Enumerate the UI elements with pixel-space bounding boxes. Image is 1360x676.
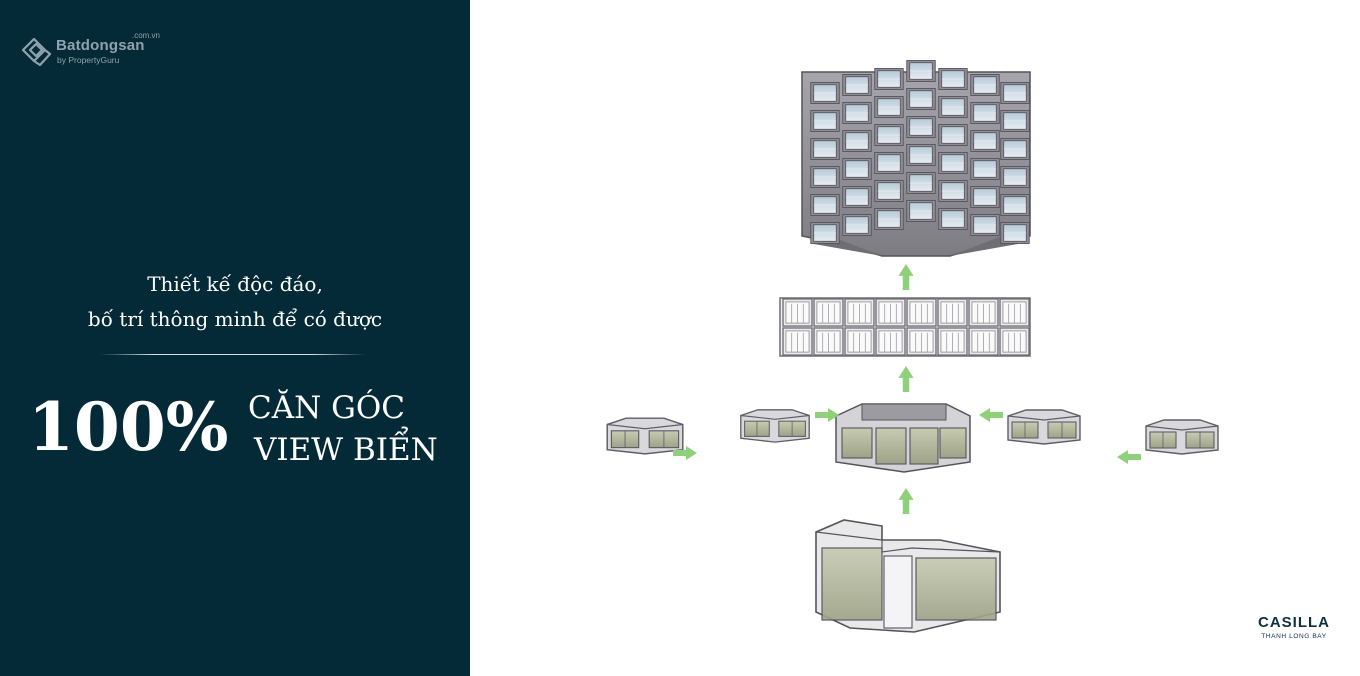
frame-module [937, 298, 968, 327]
single-unit-model [815, 519, 1001, 633]
headline-line-1: Thiết kế độc đáo, [147, 272, 323, 296]
left-panel: Batdongsan .com.vn by PropertyGuru Thiết… [0, 0, 470, 676]
building-module [970, 157, 1000, 181]
module-cluster-model [835, 403, 971, 473]
building-module [1000, 109, 1030, 133]
frame-module [844, 298, 875, 327]
building-module [810, 137, 840, 161]
frame-module [844, 327, 875, 356]
building-module [1000, 221, 1030, 245]
building-module [970, 101, 1000, 125]
logo-tagline: by PropertyGuru [57, 55, 120, 65]
building-module [1000, 193, 1030, 217]
building-module [810, 165, 840, 189]
building-module [874, 207, 904, 231]
building-module [842, 101, 872, 125]
arrow-left-icon [979, 408, 1003, 422]
building-module [874, 179, 904, 203]
highlight-line-2: VIEW BIỂN [254, 432, 438, 468]
side-module-far-left [606, 417, 684, 455]
building-module [842, 157, 872, 181]
batdongsan-logo-icon [21, 37, 52, 66]
building-module [938, 179, 968, 203]
frame-module [875, 327, 906, 356]
divider [100, 354, 366, 355]
building-module [810, 221, 840, 245]
building-module [970, 213, 1000, 237]
headline-line-2: bố trí thông minh để có được [87, 307, 383, 331]
side-module-far-right [1145, 419, 1219, 455]
building-module [906, 199, 936, 223]
building-module [874, 67, 904, 91]
full-building-model [801, 59, 1031, 257]
side-module-right [1007, 409, 1081, 445]
building-module [842, 129, 872, 153]
frame-module [813, 327, 844, 356]
casilla-brand: CASILLA THANH LONG BAY [1248, 614, 1340, 640]
frame-module [968, 327, 999, 356]
building-module [906, 87, 936, 111]
building-module [938, 123, 968, 147]
arrow-up-icon [898, 264, 914, 290]
side-module-left [740, 409, 810, 443]
frame-module [999, 327, 1030, 356]
frame-module [999, 298, 1030, 327]
frame-module [906, 298, 937, 327]
building-module [938, 151, 968, 175]
building-module [1000, 137, 1030, 161]
arrow-up-icon [898, 366, 914, 392]
building-module [842, 185, 872, 209]
building-module [1000, 165, 1030, 189]
building-module [970, 73, 1000, 97]
building-module [842, 73, 872, 97]
frame-module [813, 298, 844, 327]
brand-subtitle: THANH LONG BAY [1261, 633, 1327, 640]
batdongsan-logo: Batdongsan .com.vn by PropertyGuru [20, 31, 170, 70]
building-module [938, 67, 968, 91]
building-module [906, 171, 936, 195]
logo-domain: .com.vn [132, 31, 161, 40]
building-module [970, 129, 1000, 153]
frame-module [782, 298, 813, 327]
building-module [1000, 81, 1030, 105]
building-module [874, 123, 904, 147]
building-module [938, 207, 968, 231]
building-module [970, 185, 1000, 209]
building-module [810, 81, 840, 105]
building-module [874, 151, 904, 175]
frame-module [906, 327, 937, 356]
building-module [906, 143, 936, 167]
frame-module [875, 298, 906, 327]
highlight-percent: 100% [28, 388, 229, 466]
right-panel [470, 0, 1360, 676]
arrow-left-icon [1117, 450, 1141, 464]
frame-module [782, 327, 813, 356]
building-module [874, 95, 904, 119]
arrow-up-icon [898, 488, 914, 514]
building-module [906, 115, 936, 139]
building-module [906, 59, 936, 83]
logo-name: Batdongsan [56, 37, 145, 54]
frame-stack-model [779, 297, 1031, 357]
frame-module [968, 298, 999, 327]
highlight-line-1: CĂN GÓC [248, 390, 405, 426]
modular-building-diagram [606, 59, 1219, 633]
frame-module [937, 327, 968, 356]
building-module [938, 95, 968, 119]
building-module [810, 109, 840, 133]
building-module [810, 193, 840, 217]
brand-name: CASILLA [1258, 614, 1330, 631]
building-module [842, 213, 872, 237]
